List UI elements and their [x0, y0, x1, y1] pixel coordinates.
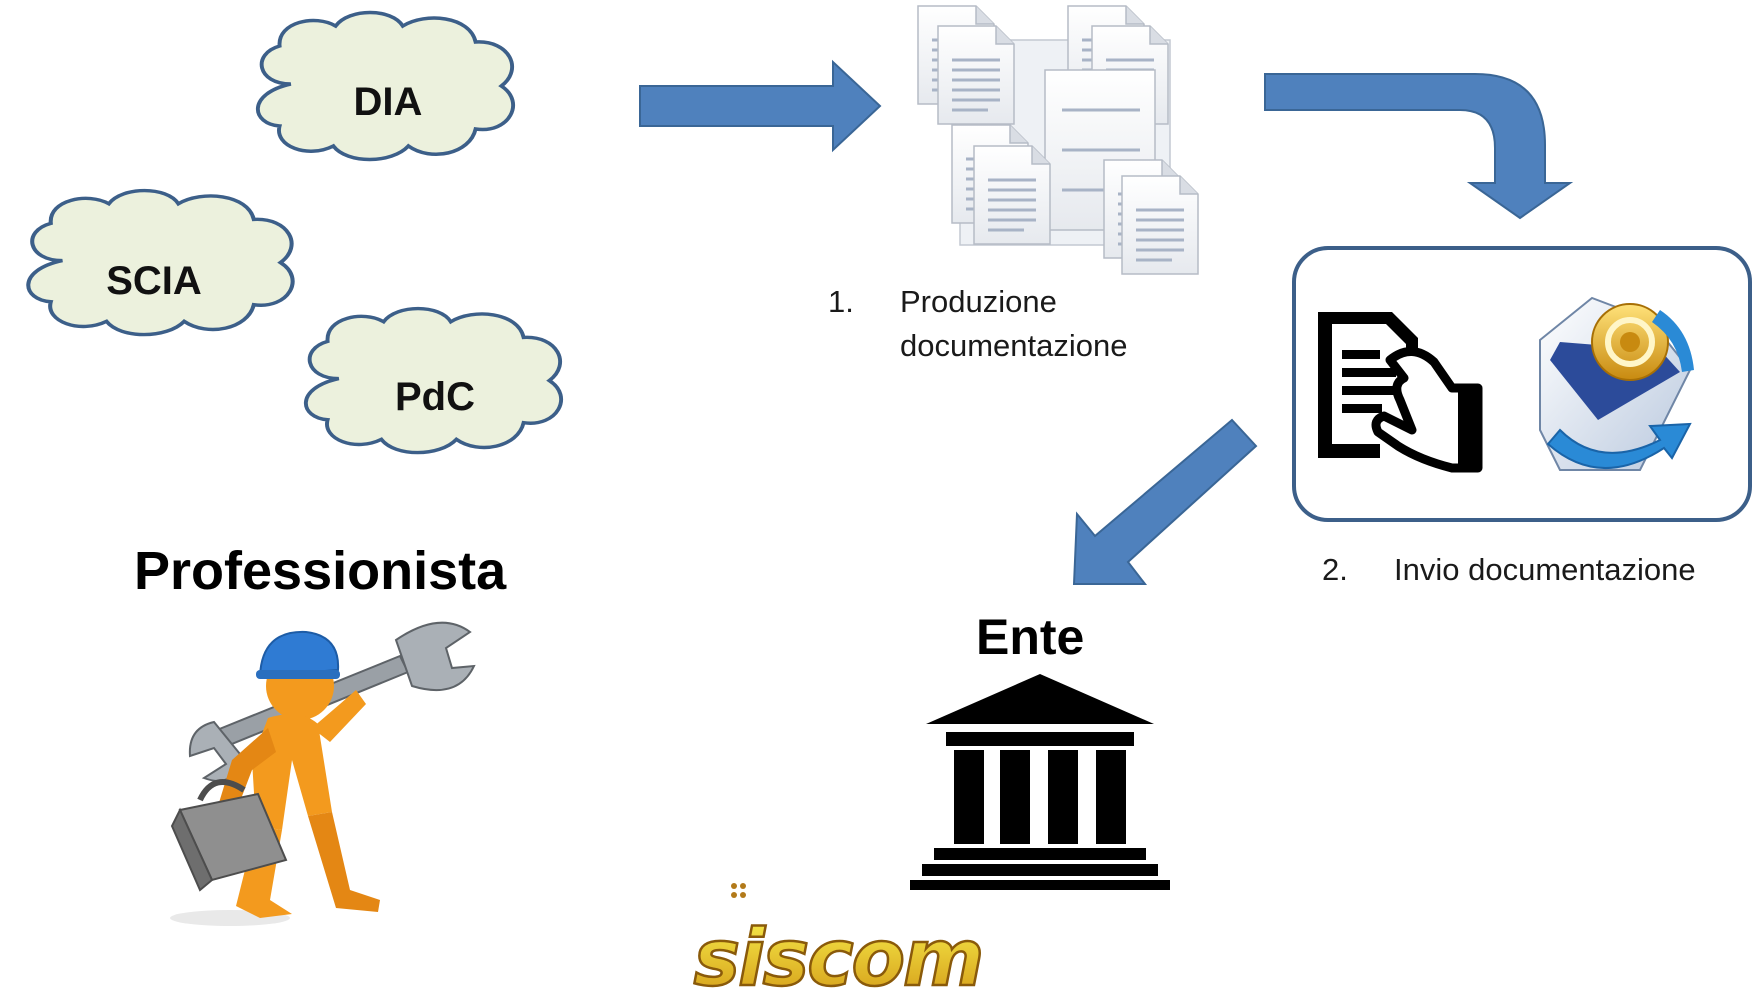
arrow-curve-down [1264, 73, 1574, 220]
authority-label: Ente [976, 609, 1085, 665]
arrow-right [639, 59, 882, 153]
cloud-label-scia: SCIA [106, 259, 202, 303]
arrow-down-left [1072, 418, 1258, 585]
cloud-label-pdc: PdC [395, 375, 475, 419]
worker-figure-icon [170, 621, 476, 926]
step-1-line1: Produzione [900, 284, 1057, 319]
step-2: 2. Invio documentazione [1322, 548, 1696, 592]
government-building-icon [910, 674, 1170, 890]
cloud-label-dia: DIA [354, 80, 423, 124]
email-envelope-icon [1539, 296, 1694, 471]
siscom-logo: siscom [692, 883, 986, 995]
step-2-number: 2. [1322, 552, 1348, 587]
step-2-label: Invio documentazione [1394, 552, 1696, 587]
hand-document-icon [1318, 312, 1483, 473]
step-1-number: 1. [828, 284, 854, 319]
step-1: 1. Produzione documentazione [828, 280, 1128, 368]
siscom-logo-text: siscom [694, 914, 983, 995]
step-1-line2: documentazione [900, 328, 1128, 363]
documents-icon [916, 4, 1200, 276]
professional-label: Professionista [134, 541, 507, 601]
